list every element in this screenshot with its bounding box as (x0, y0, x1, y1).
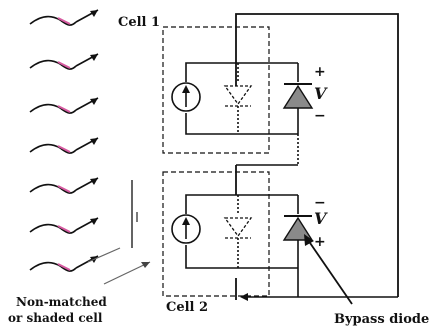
cell2-plus-sign: + (314, 234, 326, 250)
cell2-box (162, 171, 270, 297)
light-ray (29, 9, 99, 26)
light-ray (29, 217, 99, 234)
cell1-bypass-diode (282, 83, 314, 109)
cell2-voltage-label: V (314, 209, 328, 228)
cell2-bypass-diode (282, 215, 314, 241)
cell1-internal-diode (223, 85, 253, 107)
light-ray (29, 53, 99, 70)
cell1-voltage-label: V (314, 84, 328, 103)
cell2-circuit (185, 194, 398, 298)
light-ray (29, 137, 99, 154)
cell2-minus-sign: − (314, 195, 326, 211)
cell2-label: Cell 2 (166, 300, 208, 315)
cell1-plus-sign: + (314, 64, 326, 80)
light-ray (29, 255, 99, 272)
cell1-box (162, 26, 270, 154)
cell2-internal-diode (223, 217, 253, 239)
cell1-label: Cell 1 (118, 15, 160, 30)
shaded-ray (87, 180, 151, 285)
light-ray (29, 177, 99, 194)
series-wiring (235, 13, 399, 300)
caption-line2: or shaded cell (8, 311, 103, 325)
cell1-minus-sign: − (314, 108, 326, 124)
cell1-current-source (171, 82, 201, 112)
light-ray (29, 97, 99, 114)
light-rays (29, 9, 151, 285)
bypass-pointer-arrow (304, 234, 353, 305)
cell1-circuit (185, 62, 299, 166)
cell2-current-source (171, 214, 201, 244)
caption-line1: Non-matched (16, 295, 107, 309)
bypass-diode-label: Bypass diode (334, 312, 429, 327)
return-arrow (240, 293, 248, 301)
